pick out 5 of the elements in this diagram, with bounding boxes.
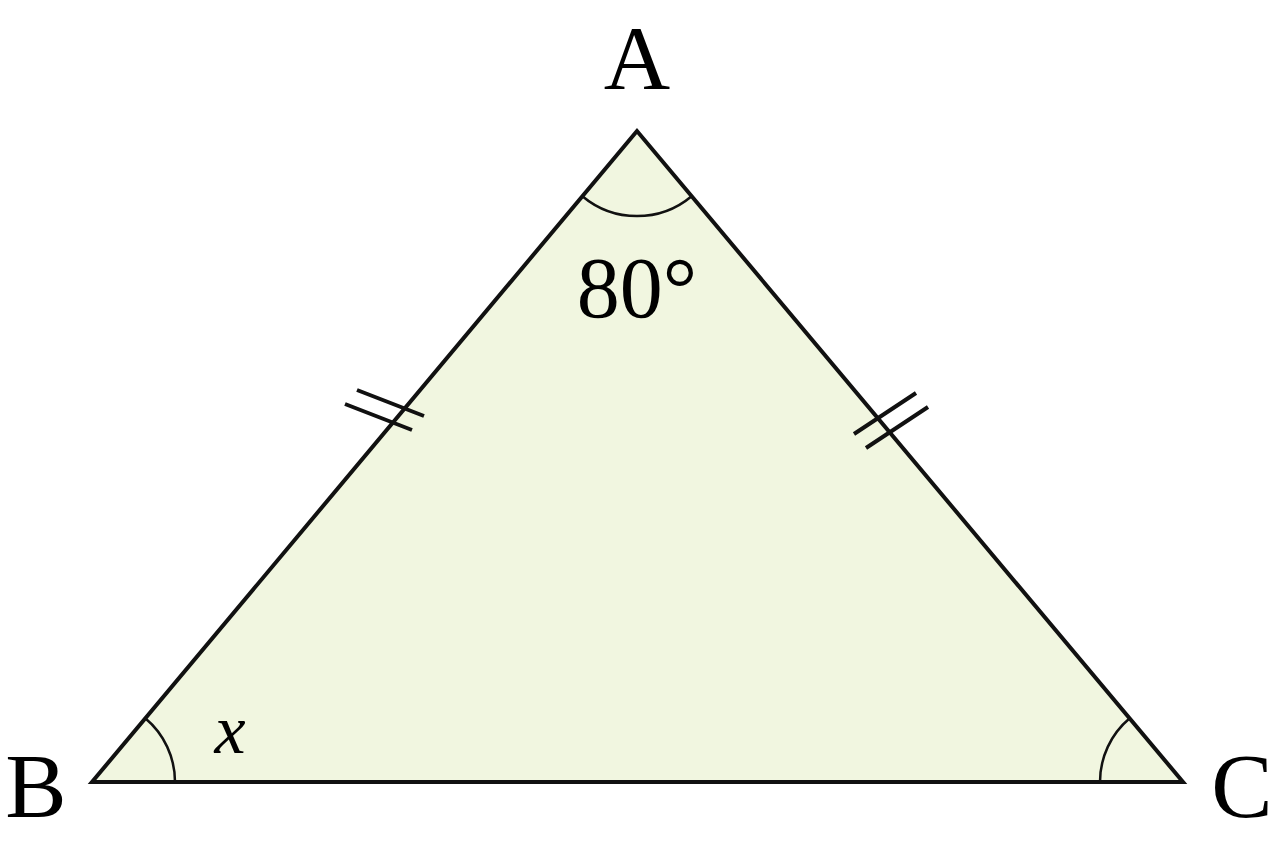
vertex-label: A — [603, 12, 671, 104]
angle-label: x — [214, 695, 246, 765]
angle-label: 80° — [576, 245, 698, 331]
vertex-label: B — [5, 740, 67, 832]
vertex-label: C — [1211, 740, 1273, 832]
